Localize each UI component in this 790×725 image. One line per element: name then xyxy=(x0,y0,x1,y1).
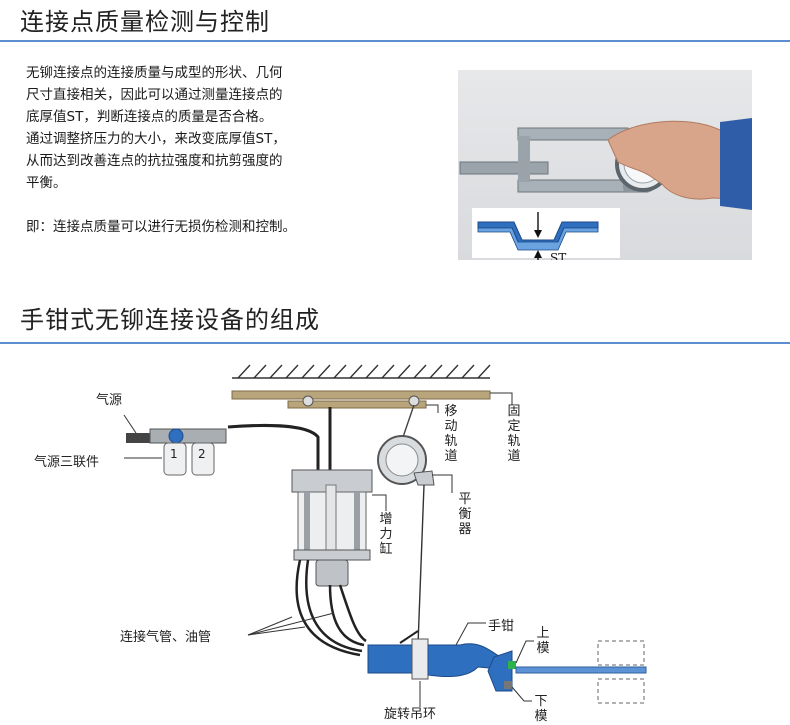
label-moving-track: 移动轨道 xyxy=(444,404,458,464)
filter-unit-1 xyxy=(163,442,187,476)
trolley-wheel xyxy=(408,395,420,407)
label-balancer: 平衡器 xyxy=(458,492,472,537)
caliper-illustration: ST xyxy=(459,118,753,266)
label-air-source: 气源 xyxy=(96,393,123,408)
label-unit-1: 1 xyxy=(170,447,178,461)
equipment-diagram xyxy=(123,364,647,707)
label-pipes: 连接气管、油管 xyxy=(120,630,212,645)
label-triplex: 气源三联件 xyxy=(34,455,100,470)
intro-line: 即：连接点质量可以进行无损伤检测和控制。 xyxy=(26,219,296,235)
intro-line: 无铆连接点的连接质量与成型的形状、几何 xyxy=(26,65,283,81)
air-source-connector xyxy=(126,433,150,443)
label-fixed-track: 固定轨道 xyxy=(507,404,521,464)
trolley-wheel xyxy=(302,395,314,407)
intro-line: 尺寸直接相关，因此可以通过测量连接点的 xyxy=(26,87,283,103)
lower-die xyxy=(504,681,512,689)
label-unit-2: 2 xyxy=(198,447,206,461)
section-title-quality: 连接点质量检测与控制 xyxy=(20,8,270,36)
triplex-manifold xyxy=(149,428,227,444)
intro-line: 底厚值ST，判断连接点的质量是否合格。 xyxy=(26,109,273,125)
section-divider xyxy=(0,342,790,344)
upper-die xyxy=(508,661,516,669)
intro-line: 从而达到改善连点的抗拉强度和抗剪强度的 xyxy=(26,153,283,169)
balancer-cable xyxy=(417,484,425,646)
filter-unit-2 xyxy=(191,442,215,476)
intro-line: 平衡。 xyxy=(26,175,67,191)
ceiling-hatch xyxy=(232,364,491,379)
label-booster: 增力缸 xyxy=(379,512,393,557)
label-upper-die: 上模 xyxy=(536,626,550,656)
section-title-equipment: 手钳式无铆连接设备的组成 xyxy=(20,306,320,334)
workpiece xyxy=(515,666,647,674)
st-label: ST xyxy=(550,251,566,260)
intro-line: 通过调整挤压力的大小，来改变底厚值ST， xyxy=(26,131,286,147)
label-pliers: 手钳 xyxy=(488,619,515,634)
caliper-photo: ST xyxy=(458,70,753,266)
section-divider xyxy=(0,40,790,42)
label-lower-die: 下模 xyxy=(534,694,548,724)
intro-text: 无铆连接点的连接质量与成型的形状、几何 尺寸直接相关，因此可以通过测量连接点的 … xyxy=(26,62,426,238)
swivel-ring xyxy=(411,638,429,680)
label-swivel-ring: 旋转吊环 xyxy=(384,707,437,722)
fixed-track xyxy=(231,390,491,400)
intro-line xyxy=(26,194,426,216)
